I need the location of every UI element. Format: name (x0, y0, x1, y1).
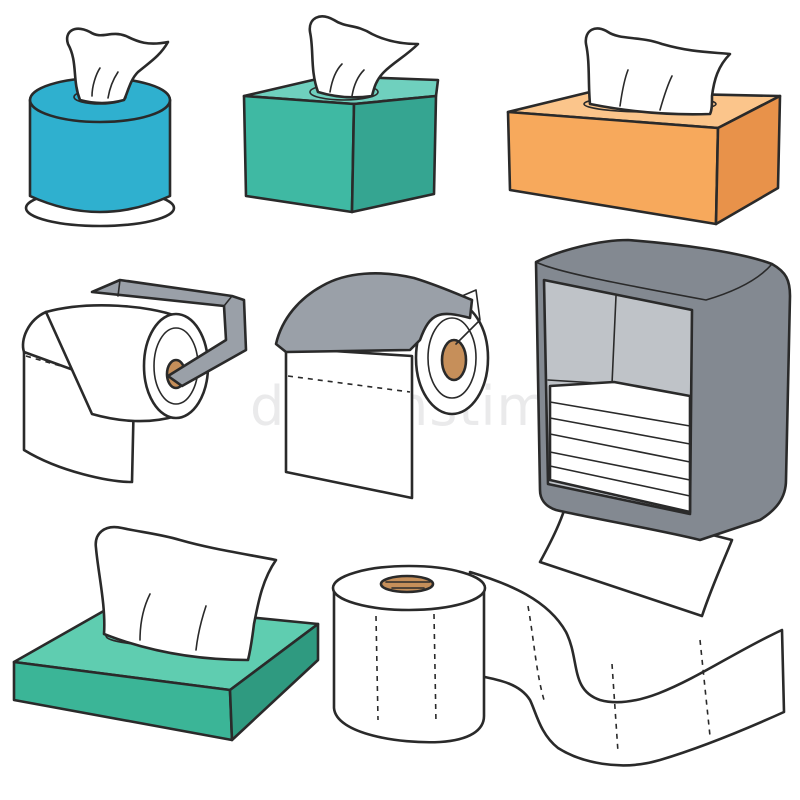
tissue-box-round-icon (24, 27, 176, 228)
toilet-paper-holder-open (21, 278, 248, 484)
dispensed-napkin (538, 496, 734, 618)
round-box-body (28, 98, 172, 214)
flat-box-side (228, 622, 320, 742)
roll-left-edge (21, 310, 48, 354)
toilet-roll-holder-cover-icon (274, 272, 490, 500)
napkin-stack (548, 380, 692, 514)
paper-strip (468, 570, 786, 767)
tissue-box-cube-icon (242, 15, 440, 214)
rectangular-tissue-box (506, 27, 782, 226)
roll-top-core (379, 574, 435, 594)
roll-cover (274, 272, 474, 354)
cube-box-side (350, 94, 438, 214)
tissue-box-rectangular-icon (506, 27, 782, 226)
toilet-paper-roll-icon (331, 564, 786, 767)
flat-box-tissue (94, 525, 278, 662)
tissue-box-flat-icon (12, 525, 320, 742)
napkin-dispenser-icon (534, 238, 792, 618)
toilet-roll-holder-icon (21, 278, 248, 484)
round-box-tissue (65, 27, 170, 105)
covered-roll-core (440, 338, 468, 382)
unrolled-toilet-paper (331, 564, 786, 767)
holder-bracket (90, 278, 248, 388)
cube-box-tissue (308, 15, 420, 99)
covered-hanging-sheet (284, 346, 414, 500)
toilet-paper-holder-covered (274, 272, 490, 500)
flat-tissue-box (12, 525, 320, 742)
cube-box-front (242, 94, 356, 214)
rect-box-tissue (584, 27, 732, 116)
roll-cylinder (332, 590, 486, 744)
rect-box-front (506, 110, 720, 226)
rect-box-side (714, 94, 782, 226)
round-tissue-box (24, 27, 176, 228)
cube-tissue-box (242, 15, 440, 214)
napkin-dispenser (534, 238, 792, 618)
